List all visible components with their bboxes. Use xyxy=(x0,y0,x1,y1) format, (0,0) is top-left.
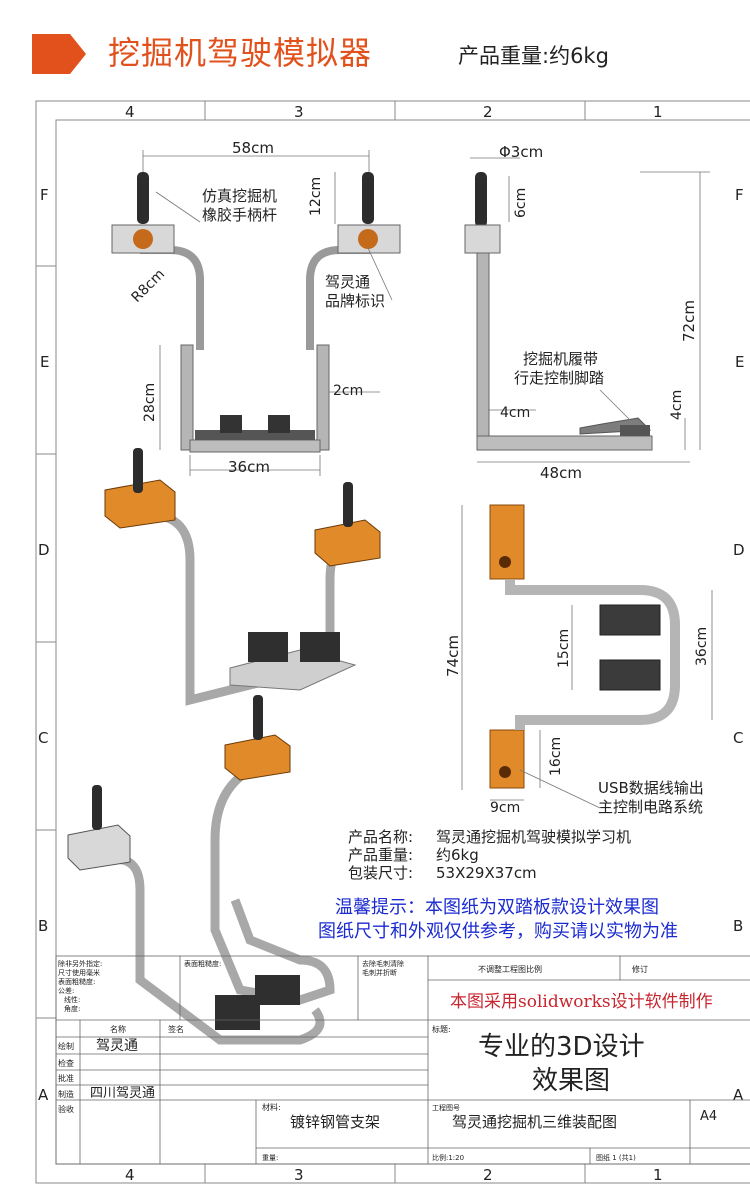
tb-row-inspect: 验收 xyxy=(58,1104,74,1114)
tb-material: 镀锌钢管支架 xyxy=(290,1113,380,1131)
dim-pedal-gap: 15cm xyxy=(556,629,572,668)
dim-tube: 2cm xyxy=(333,383,363,399)
tb-software-note: 本图采用solidworks设计软件制作 xyxy=(450,992,713,1012)
callout-pedal-2: 行走控制脚踏 xyxy=(514,369,604,387)
tb-surface: 表面粗糙度: xyxy=(184,959,221,968)
dim-handle-height: 12cm xyxy=(308,177,324,216)
dim-frame-height: 28cm xyxy=(142,383,158,422)
zone-row-f-left: F xyxy=(40,186,49,204)
tb-note-4: 公差: xyxy=(58,986,74,995)
tb-sheet-label: 图纸 1 (共1) xyxy=(596,1153,636,1162)
tb-title-line-1: 专业的3D设计 xyxy=(478,1032,645,1062)
tb-maker: 四川驾灵通 xyxy=(90,1086,155,1101)
tb-note-1: 除非另外指定: xyxy=(58,959,102,968)
dim-total-length: 74cm xyxy=(444,635,462,677)
spec-name-value: 驾灵通挖掘机驾驶模拟学习机 xyxy=(436,828,631,846)
dim-grip: 6cm xyxy=(513,188,529,218)
zone-row-b-left: B xyxy=(38,917,48,935)
page-header: 挖掘机驾驶模拟器 产品重量:约6kg xyxy=(0,0,750,100)
tb-title-label: 标题: xyxy=(432,1024,451,1034)
header-weight: 产品重量:约6kg xyxy=(458,44,609,68)
tb-drawing-no: 驾灵通挖掘机三维装配图 xyxy=(452,1113,617,1131)
callout-pedal-1: 挖掘机履带 xyxy=(523,350,598,368)
front-view xyxy=(111,172,401,453)
top-view xyxy=(489,504,680,789)
tb-name-col: 名称 xyxy=(110,1024,126,1034)
tb-drawer: 驾灵通 xyxy=(96,1038,138,1054)
dim-diameter: Φ3cm xyxy=(499,143,543,161)
callout-brand-2: 品牌标识 xyxy=(325,292,385,310)
tb-scale-note: 不调整工程图比例 xyxy=(478,964,542,974)
tb-revision: 修订 xyxy=(632,964,648,974)
tb-row-draw: 绘制 xyxy=(58,1041,74,1051)
dim-base-width: 36cm xyxy=(228,458,270,476)
tb-paper: A4 xyxy=(700,1109,717,1124)
spec-package-label: 包装尺寸: xyxy=(348,864,413,882)
spec-weight-label: 产品重量: xyxy=(348,846,413,864)
spec-weight-value: 约6kg xyxy=(436,846,479,864)
page-title: 挖掘机驾驶模拟器 xyxy=(108,34,373,72)
tb-edge-1: 去除毛刺清除 xyxy=(362,959,404,968)
tb-note-6: 角度: xyxy=(64,1004,80,1013)
dim-pedal-height: 4cm xyxy=(669,390,685,420)
dim-box-width: 9cm xyxy=(490,800,520,816)
zone-col-2-bottom: 2 xyxy=(483,1166,493,1184)
tb-sign-col: 签名 xyxy=(168,1024,184,1034)
zone-row-b-right: B xyxy=(733,917,743,935)
callout-handle-1: 仿真挖掘机 xyxy=(202,187,277,205)
callout-handle-2: 橡胶手柄杆 xyxy=(202,206,277,224)
tb-row-make: 制造 xyxy=(58,1089,74,1099)
zone-row-e-left: E xyxy=(40,353,49,371)
zone-col-4-top: 4 xyxy=(125,103,135,121)
tb-edge-2: 毛刺并折断 xyxy=(362,968,397,977)
dim-box: 16cm xyxy=(548,737,564,776)
spec-name-label: 产品名称: xyxy=(348,828,413,846)
zone-col-1-bottom: 1 xyxy=(653,1166,663,1184)
dim-pedal-offset: 4cm xyxy=(500,405,530,421)
dim-total-height: 72cm xyxy=(680,300,698,342)
dim-width-top: 58cm xyxy=(232,139,274,157)
title-block xyxy=(55,955,750,1165)
tb-title-line-2: 效果图 xyxy=(532,1066,610,1096)
zone-row-d-right: D xyxy=(733,541,745,559)
zone-col-1-top: 1 xyxy=(653,103,663,121)
zone-row-f-right: F xyxy=(735,186,744,204)
zone-col-2-top: 2 xyxy=(483,103,493,121)
callout-brand-1: 驾灵通 xyxy=(325,273,370,291)
tb-weight-label: 重量: xyxy=(262,1154,278,1162)
callout-usb-1: USB数据线输出 xyxy=(598,779,704,797)
notice-line-1: 温馨提示：本图纸为双踏板款设计效果图 xyxy=(335,897,659,918)
tb-scale-label: 比例:1:20 xyxy=(432,1153,464,1162)
tb-row-check: 检查 xyxy=(58,1058,74,1068)
dim-radius: R8cm xyxy=(129,266,169,306)
engineering-drawing: 4 3 2 1 4 3 2 1 F E D C B A F E D C B A … xyxy=(35,100,750,1184)
zone-row-a-right: A xyxy=(733,1086,744,1104)
zone-row-d-left: D xyxy=(38,541,50,559)
callout-usb-2: 主控制电路系统 xyxy=(598,798,703,816)
zone-row-c-right: C xyxy=(733,729,743,747)
tb-row-approve: 批准 xyxy=(58,1073,74,1083)
tb-note-5: 线性: xyxy=(64,995,80,1004)
zone-col-3-top: 3 xyxy=(294,103,304,121)
dim-depth: 48cm xyxy=(540,464,582,482)
tb-drawing-no-label: 工程图号 xyxy=(432,1103,460,1112)
zone-row-e-right: E xyxy=(735,353,744,371)
tb-note-3: 表面粗糙度: xyxy=(58,977,95,986)
iso-view-2 xyxy=(67,695,335,1045)
tb-material-label: 材料: xyxy=(262,1102,281,1112)
zone-col-3-bottom: 3 xyxy=(294,1166,304,1184)
zone-row-a-left: A xyxy=(38,1086,49,1104)
tb-note-2: 尺寸使用毫米 xyxy=(58,968,100,977)
dim-width: 36cm xyxy=(694,627,710,666)
zone-col-4-bottom: 4 xyxy=(125,1166,135,1184)
spec-package-value: 53X29X37cm xyxy=(436,864,537,882)
zone-row-c-left: C xyxy=(38,729,48,747)
notice-line-2: 图纸尺寸和外观仅供参考，购买请以实物为准 xyxy=(318,921,678,942)
zone-ticks xyxy=(36,101,586,1183)
side-view xyxy=(464,172,653,451)
arrow-icon xyxy=(32,34,86,74)
iso-view-1 xyxy=(104,448,381,706)
